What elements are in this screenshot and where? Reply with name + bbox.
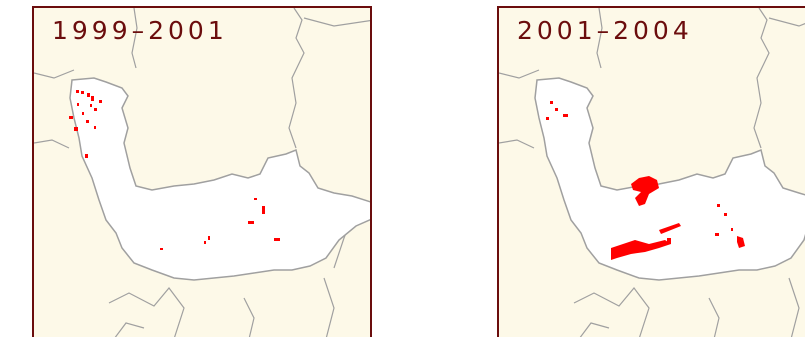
detection-point xyxy=(87,93,90,97)
detection-point xyxy=(160,248,163,250)
detection-point xyxy=(715,233,719,236)
detection-point xyxy=(91,96,94,101)
detection-point xyxy=(76,90,79,93)
detection-point xyxy=(262,206,265,214)
map-canvas xyxy=(34,8,370,337)
detections xyxy=(69,90,280,250)
detection-point xyxy=(546,117,549,120)
detection-point xyxy=(90,104,92,107)
boundary-lines xyxy=(34,8,370,337)
map-title: 1999–2001 xyxy=(52,16,228,45)
detection-cluster xyxy=(611,240,671,260)
detection-point xyxy=(550,101,553,104)
boundary-lines xyxy=(499,8,805,337)
detection-point xyxy=(563,114,568,117)
detection-point xyxy=(77,103,79,106)
map-title: 2001–2004 xyxy=(517,16,693,45)
study-region xyxy=(534,77,805,281)
map-panel-2001-2004: 2001–2004 xyxy=(497,6,805,337)
map-panel-1999-2001: 1999–2001 xyxy=(32,6,372,337)
detection-point xyxy=(724,213,727,216)
detection-point xyxy=(81,91,84,94)
detection-point xyxy=(667,238,671,244)
detection-cluster xyxy=(737,236,745,248)
detection-point xyxy=(248,221,254,224)
detection-point xyxy=(94,108,97,111)
detection-point xyxy=(254,198,257,200)
detection-point xyxy=(86,120,89,123)
detections xyxy=(546,101,745,260)
detection-point xyxy=(94,126,96,129)
detection-cluster xyxy=(659,223,681,234)
detection-point xyxy=(731,228,733,231)
detection-point xyxy=(717,204,720,207)
detection-point xyxy=(208,236,210,240)
detection-point xyxy=(99,100,102,103)
detection-point xyxy=(274,238,280,241)
detection-point xyxy=(74,127,78,131)
detection-point xyxy=(85,154,88,158)
detection-cluster xyxy=(631,176,659,206)
detection-point xyxy=(204,241,206,244)
detection-point xyxy=(82,112,84,115)
study-region xyxy=(69,77,370,281)
detection-point xyxy=(555,108,558,111)
map-canvas xyxy=(499,8,805,337)
detection-point xyxy=(69,116,73,119)
